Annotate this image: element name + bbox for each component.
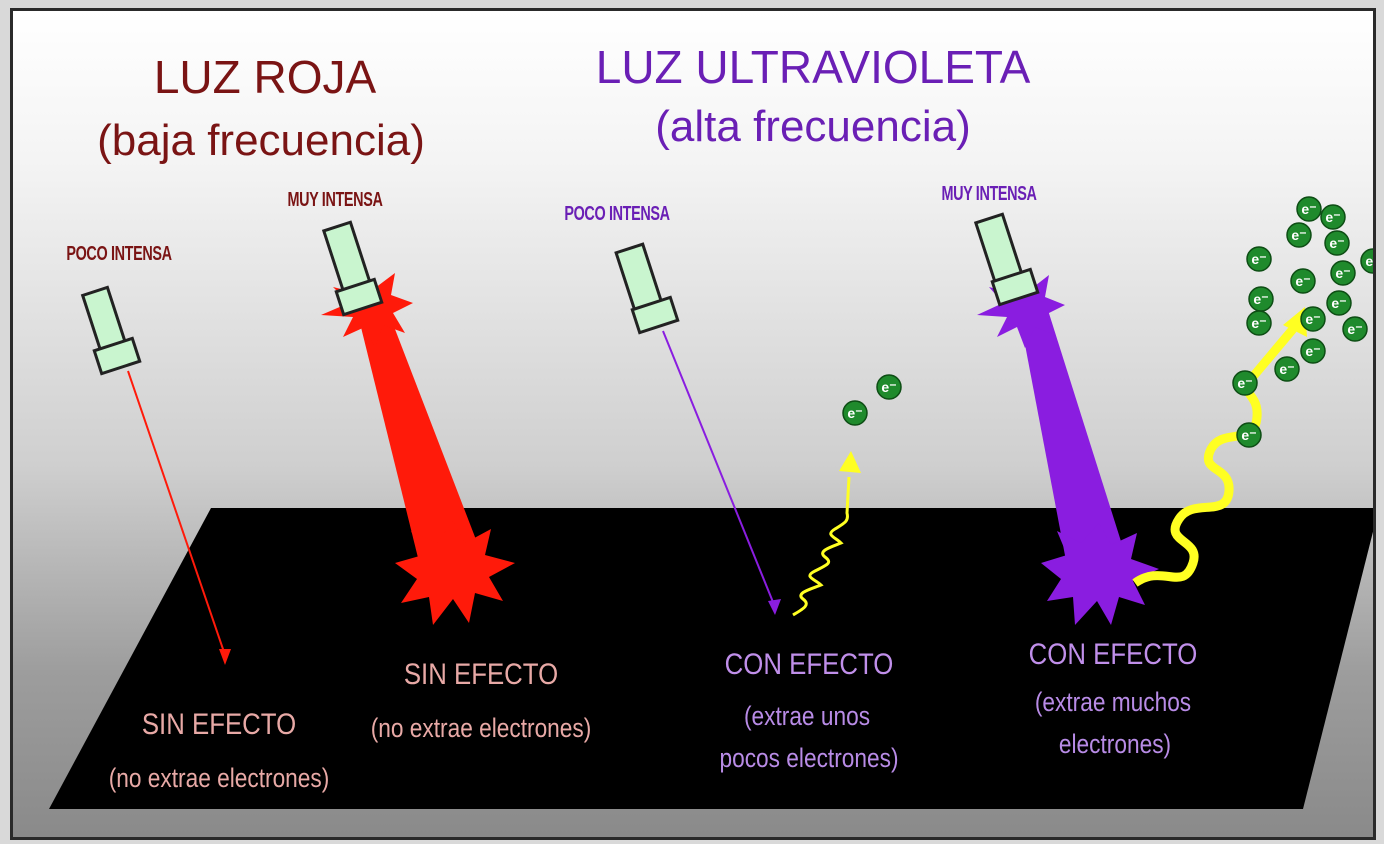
electron-icon: e⁻ bbox=[1324, 230, 1350, 256]
electron-icon: e⁻ bbox=[1330, 260, 1356, 286]
electron-icon: e⁻ bbox=[1286, 222, 1312, 248]
electron-icon: e⁻ bbox=[1300, 338, 1326, 364]
electron-icon: e⁻ bbox=[1246, 310, 1272, 336]
metal-plate bbox=[49, 508, 1373, 809]
electron-icon: e⁻ bbox=[1274, 356, 1300, 382]
diagram-artwork: e⁻e⁻e⁻e⁻e⁻e⁻e⁻e⁻e⁻e⁻e⁻e⁻e⁻e⁻e⁻e⁻e⁻e⁻e⁻ bbox=[49, 196, 1376, 809]
svg-text:e⁻: e⁻ bbox=[1237, 375, 1252, 391]
svg-text:e⁻: e⁻ bbox=[1301, 201, 1316, 217]
svg-text:e⁻: e⁻ bbox=[1291, 227, 1306, 243]
uv-weak-result-note-line1: (extrae unos bbox=[743, 701, 871, 731]
svg-text:e⁻: e⁻ bbox=[1331, 295, 1346, 311]
electron-icon: e⁻ bbox=[1248, 286, 1274, 312]
uv-light-subtitle: (alta frecuencia) bbox=[655, 102, 971, 151]
red-light-title: LUZ ROJA bbox=[153, 51, 377, 103]
uv-light-title: LUZ ULTRAVIOLETA bbox=[595, 41, 1031, 93]
electrons-group: e⁻e⁻e⁻e⁻e⁻e⁻e⁻e⁻e⁻e⁻e⁻e⁻e⁻e⁻e⁻e⁻e⁻e⁻e⁻ bbox=[842, 196, 1376, 448]
svg-text:e⁻: e⁻ bbox=[1279, 361, 1294, 377]
diagram-frame: e⁻e⁻e⁻e⁻e⁻e⁻e⁻e⁻e⁻e⁻e⁻e⁻e⁻e⁻e⁻e⁻e⁻e⁻e⁻ L… bbox=[10, 8, 1376, 840]
electron-icon: e⁻ bbox=[1320, 204, 1346, 230]
uv-strong-result-note-line2: electrones) bbox=[1058, 729, 1172, 759]
red-strong-result: SIN EFECTO bbox=[403, 658, 559, 691]
uv-strong-lamp-label: MUY INTENSA bbox=[941, 183, 1037, 205]
uv-impact-burst bbox=[1041, 523, 1159, 625]
red-weak-result: SIN EFECTO bbox=[141, 708, 297, 741]
svg-text:e⁻: e⁻ bbox=[1335, 265, 1350, 281]
svg-text:e⁻: e⁻ bbox=[1251, 315, 1266, 331]
electron-icon: e⁻ bbox=[1342, 316, 1368, 342]
svg-text:e⁻: e⁻ bbox=[1251, 251, 1266, 267]
red-strong-result-note: (no extrae electrones) bbox=[370, 713, 592, 743]
svg-text:e⁻: e⁻ bbox=[1305, 311, 1320, 327]
emission-wave-small bbox=[792, 476, 851, 617]
red-strong-lamp-label: MUY INTENSA bbox=[287, 189, 383, 211]
lamp-uv-weak bbox=[614, 242, 861, 617]
lamp-red-weak bbox=[80, 285, 231, 665]
uv-weak-result: CON EFECTO bbox=[724, 648, 894, 681]
electron-icon: e⁻ bbox=[1360, 248, 1376, 274]
svg-text:e⁻: e⁻ bbox=[847, 405, 862, 421]
svg-text:e⁻: e⁻ bbox=[1241, 427, 1256, 443]
lamp-uv-strong bbox=[973, 212, 1307, 625]
electron-icon: e⁻ bbox=[1296, 196, 1322, 222]
svg-text:e⁻: e⁻ bbox=[881, 379, 896, 395]
electron-icon: e⁻ bbox=[1246, 246, 1272, 272]
electron-icon: e⁻ bbox=[1232, 370, 1258, 396]
uv-strong-result-note-line1: (extrae muchos bbox=[1034, 687, 1192, 717]
electron-icon: e⁻ bbox=[842, 400, 868, 426]
svg-text:e⁻: e⁻ bbox=[1325, 209, 1340, 225]
emission-wave-large bbox=[1132, 326, 1297, 587]
red-weak-result-note: (no extrae electrones) bbox=[108, 763, 330, 793]
svg-text:e⁻: e⁻ bbox=[1305, 343, 1320, 359]
electron-icon: e⁻ bbox=[876, 374, 902, 400]
electron-icon: e⁻ bbox=[1300, 306, 1326, 332]
electron-icon: e⁻ bbox=[1326, 290, 1352, 316]
lamp-red-strong bbox=[321, 220, 515, 625]
svg-text:e⁻: e⁻ bbox=[1253, 291, 1268, 307]
uv-weak-lamp-label: POCO INTENSA bbox=[564, 203, 670, 225]
svg-text:e⁻: e⁻ bbox=[1329, 235, 1344, 251]
red-light-subtitle: (baja frecuencia) bbox=[97, 116, 425, 165]
electron-icon: e⁻ bbox=[1290, 268, 1316, 294]
uv-strong-result: CON EFECTO bbox=[1028, 638, 1198, 671]
red-weak-lamp-label: POCO INTENSA bbox=[66, 243, 172, 265]
uv-weak-result-note-line2: pocos electrones) bbox=[719, 743, 899, 773]
svg-text:e⁻: e⁻ bbox=[1295, 273, 1310, 289]
red-impact-burst bbox=[395, 521, 515, 625]
svg-text:e⁻: e⁻ bbox=[1347, 321, 1362, 337]
electron-icon: e⁻ bbox=[1236, 422, 1262, 448]
svg-text:e⁻: e⁻ bbox=[1365, 253, 1376, 269]
